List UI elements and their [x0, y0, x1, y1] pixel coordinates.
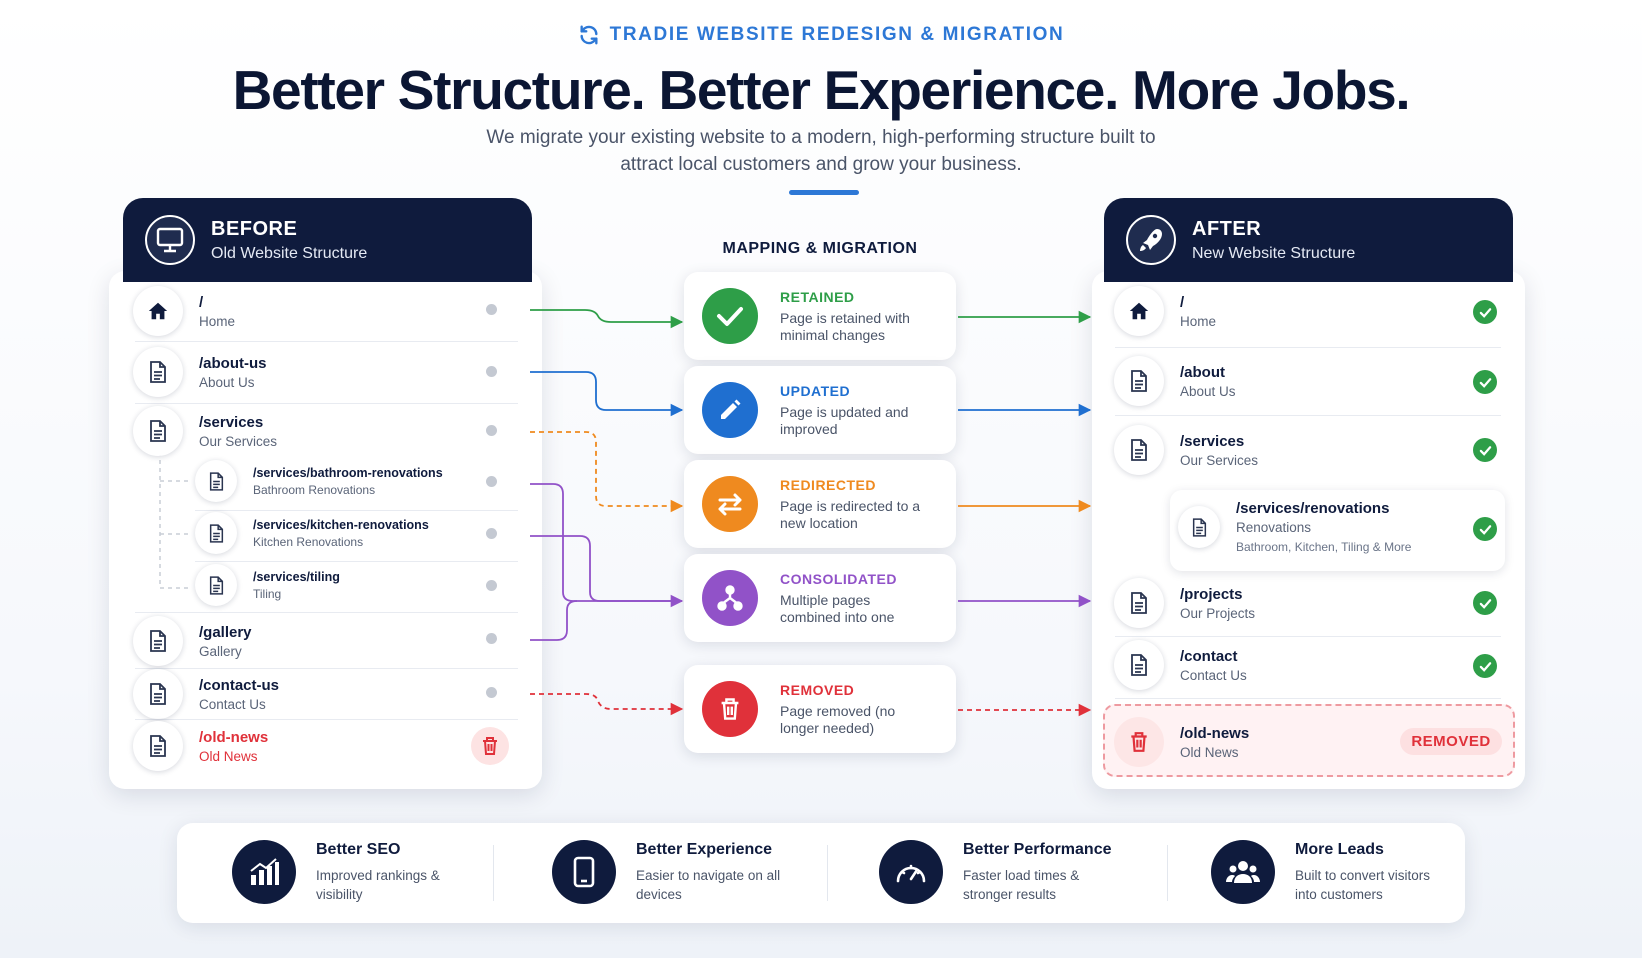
status-dot — [486, 476, 497, 487]
document-icon — [1114, 640, 1164, 690]
home-icon — [1114, 286, 1164, 336]
before-header: BEFORE Old Website Structure — [123, 198, 532, 282]
trash-icon — [1114, 717, 1164, 767]
status-dot — [486, 425, 497, 436]
document-icon — [195, 564, 237, 606]
pencil-icon — [702, 382, 758, 438]
status-dot — [486, 528, 497, 539]
document-icon — [133, 616, 183, 666]
headline: Better Structure. Better Experience. Mor… — [232, 59, 1411, 121]
document-icon — [1178, 506, 1220, 548]
speedometer-icon — [879, 840, 943, 904]
chart-icon — [232, 840, 296, 904]
users-icon — [1211, 840, 1275, 904]
document-icon — [195, 512, 237, 554]
document-icon — [133, 347, 183, 397]
mobile-icon — [552, 840, 616, 904]
eyebrow-text: TRADIE WEBSITE REDESIGN & MIGRATION — [609, 24, 1065, 45]
before-row-home[interactable]: /Home — [133, 286, 235, 336]
after-subtitle: New Website Structure — [1192, 244, 1356, 262]
accent-divider — [789, 190, 859, 195]
after-row-home[interactable]: /Home — [1114, 286, 1216, 336]
check-icon — [1473, 370, 1497, 394]
merge-icon — [702, 570, 758, 626]
check-icon — [1473, 517, 1497, 541]
status-dot — [486, 580, 497, 591]
after-title: AFTER — [1192, 217, 1262, 240]
after-header: AFTER New Website Structure — [1104, 198, 1513, 282]
status-dot — [486, 366, 497, 377]
document-icon — [1114, 578, 1164, 628]
check-icon — [702, 288, 758, 344]
check-icon — [1473, 654, 1497, 678]
rocket-icon — [1126, 215, 1176, 265]
document-icon — [1114, 425, 1164, 475]
status-dot — [486, 633, 497, 644]
document-icon — [133, 406, 183, 456]
trash-icon[interactable] — [471, 727, 509, 765]
document-icon — [133, 721, 183, 771]
document-icon — [195, 460, 237, 502]
document-icon — [1114, 356, 1164, 406]
eyebrow: TRADIE WEBSITE REDESIGN & MIGRATION — [0, 24, 1642, 46]
home-icon — [133, 286, 183, 336]
status-dot — [486, 687, 497, 698]
status-dot — [486, 304, 497, 315]
check-icon — [1473, 300, 1497, 324]
before-title: BEFORE — [211, 217, 298, 240]
trash-icon — [702, 681, 758, 737]
removed-badge: REMOVED — [1400, 728, 1502, 755]
before-subtitle: Old Website Structure — [211, 244, 368, 262]
sync-icon — [580, 25, 598, 45]
mapping-title: MAPPING & MIGRATION — [722, 240, 918, 257]
monitor-icon — [145, 215, 195, 265]
check-icon — [1473, 438, 1497, 462]
renovations-subcard — [1170, 490, 1505, 571]
subtitle: We migrate your existing website to a mo… — [486, 127, 1156, 175]
check-icon — [1473, 591, 1497, 615]
swap-arrows-icon — [702, 476, 758, 532]
document-icon — [133, 669, 183, 719]
